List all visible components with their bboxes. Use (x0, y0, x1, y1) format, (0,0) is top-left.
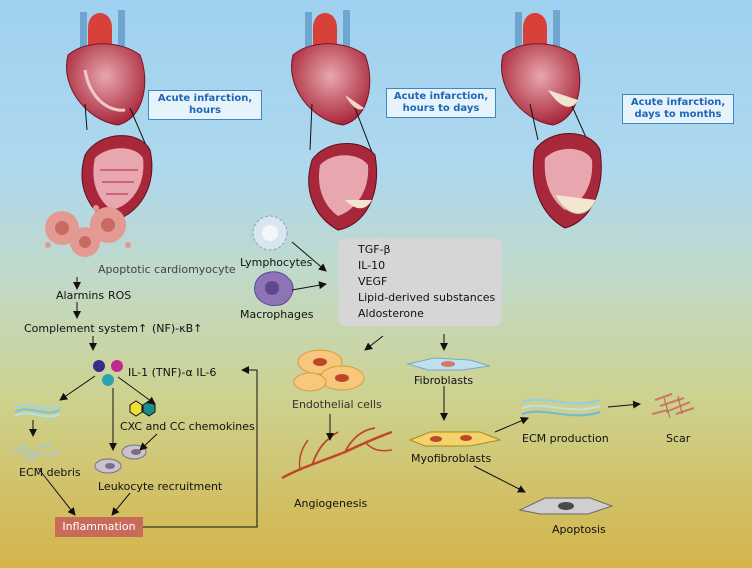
angiogenesis-vessels-icon (281, 427, 393, 480)
mediator-tgf-beta: TGF-β (358, 243, 391, 256)
fibroblasts-label: Fibroblasts (414, 374, 474, 387)
myofibroblasts-label: Myofibroblasts (411, 452, 492, 465)
lymphocytes-label: Lymphocytes (240, 256, 313, 269)
mediator-il-10: IL-10 (358, 259, 386, 272)
macrophage-icon (254, 271, 294, 307)
cytokine-spheres-icon (93, 360, 123, 386)
alarmins-label: Alarmins (56, 289, 105, 302)
stage-label-days-to-months: Acute infarction, days to months (622, 94, 734, 124)
ecm-production-label: ECM production (522, 432, 609, 445)
lymphocyte-icon (252, 215, 288, 251)
ecm-debris-icon (13, 443, 61, 461)
nf-kb-label: (NF)-κB↑ (152, 322, 203, 335)
mediator-lipid-derived: Lipid-derived substances (358, 291, 496, 304)
mediator-box: TGF-β IL-10 VEGF Lipid-derived substance… (338, 238, 502, 326)
scar-icon (651, 393, 695, 419)
scar-label: Scar (666, 432, 691, 445)
myofibroblast-icon (408, 431, 502, 447)
chemokine-hexagons-icon (129, 400, 156, 417)
fibroblast-icon (406, 357, 491, 371)
apoptosis-label: Apoptosis (552, 523, 606, 536)
flow-arrows (29, 241, 641, 528)
mediator-aldosterone: Aldosterone (358, 307, 424, 320)
ecm-fibers-icon (14, 404, 61, 418)
apoptotic-cell-icon (518, 497, 614, 515)
leukocytes-icon (94, 444, 147, 474)
leukocyte-recruitment-label: Leukocyte recruitment (98, 480, 223, 493)
apoptotic-cardiomyocyte-icon (45, 205, 131, 257)
macrophages-label: Macrophages (240, 308, 314, 321)
ecm-production-fibers-icon (521, 398, 601, 417)
ecm-debris-label: ECM debris (19, 466, 81, 479)
angiogenesis-label: Angiogenesis (294, 497, 368, 510)
stage-label-hours-to-days: Acute infarction, hours to days (386, 88, 496, 118)
chemokines-label: CXC and CC chemokines (120, 420, 255, 433)
ros-label: ROS (108, 289, 132, 302)
endothelial-cells-label: Endothelial cells (292, 398, 382, 411)
heart-stage-1-icon (66, 10, 153, 223)
stage-label-hours: Acute infarction, hours (148, 90, 262, 120)
heart-stage-3-icon (501, 10, 602, 229)
complement-system-label: Complement system↑ (24, 322, 148, 335)
endothelial-cells-icon (293, 349, 365, 392)
heart-stage-2-icon (291, 10, 378, 231)
apoptotic-cardiomyocyte-label: Apoptotic cardiomyocyte (98, 263, 236, 276)
mediator-vegf: VEGF (358, 275, 388, 288)
inflammation-box: Inflammation (55, 517, 143, 537)
cytokines-label: IL-1 (TNF)-α IL-6 (128, 366, 217, 379)
